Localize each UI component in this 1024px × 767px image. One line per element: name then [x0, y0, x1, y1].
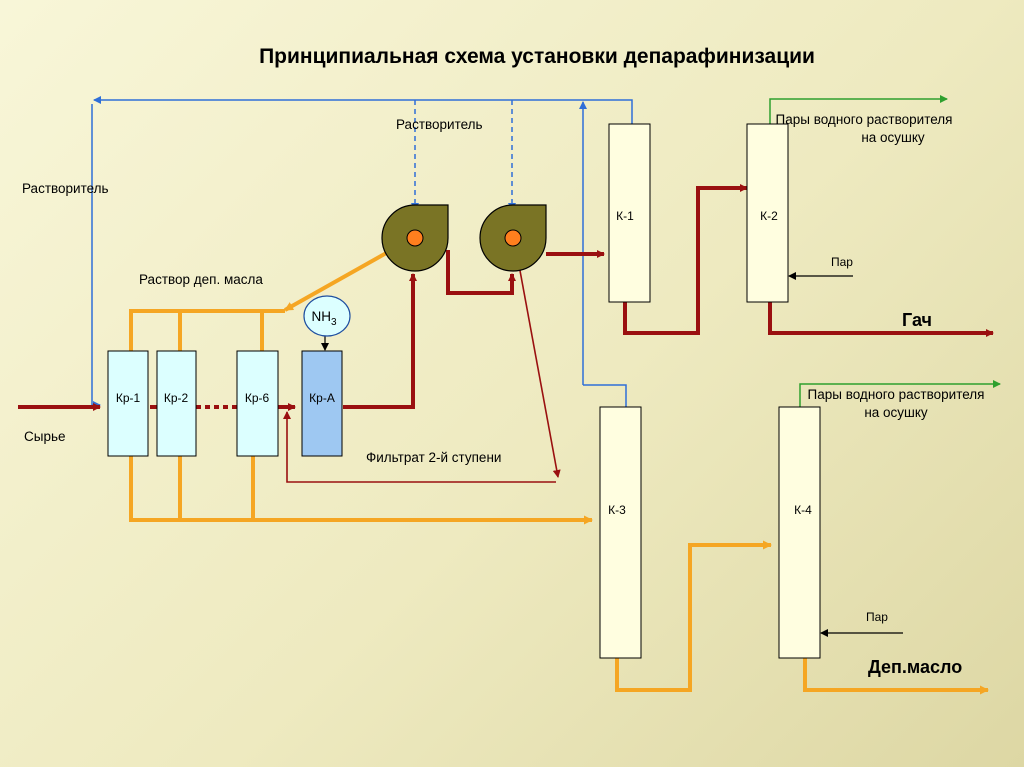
feed-label: Сырье [24, 429, 66, 444]
vapors-label-2-line2: на осушку [864, 405, 928, 420]
column-k3: К-3 [599, 406, 642, 659]
oil-header-top [129, 309, 285, 351]
kra-to-filter1-line [343, 273, 417, 409]
steam-label-2: Пар [866, 610, 888, 624]
gach-output-line [768, 302, 994, 337]
filtrate-down-line [513, 237, 561, 478]
solvent-return-line [93, 96, 633, 124]
crystallizer-kr2: Кр-2 [156, 350, 197, 457]
column-k4: К-4 [778, 406, 821, 659]
vapor-line-k4 [799, 380, 1001, 407]
oil-solution-label: Раствор деп. масла [139, 272, 263, 287]
diagram-title: Принципиальная схема установки депарафин… [259, 45, 815, 68]
dewaxed-oil-label: Деп.масло [868, 657, 962, 677]
filter1-to-filter2-line [446, 250, 516, 295]
nh3-label: NH3 [311, 309, 337, 328]
vapors-label-1-line1: Пары водного растворителя [776, 112, 953, 127]
column-label: К-1 [616, 209, 634, 223]
crystallizer-label: Кр-6 [245, 391, 270, 405]
filtrate-return-line [283, 411, 556, 483]
solvent-top-label: Растворитель [396, 117, 483, 132]
nh3-label-main: NH [311, 309, 331, 324]
ammonia-bubble: NH3 [303, 295, 351, 337]
rotary-filter-2 [479, 204, 547, 272]
crystallizer-kr1: Кр-1 [107, 350, 149, 457]
crystallizer-label: Кр-А [309, 391, 335, 405]
crystallizer-kr6: Кр-6 [236, 350, 279, 457]
wax-lines [18, 184, 994, 411]
oil-solution-lines [129, 236, 989, 695]
solvent-lines [91, 96, 633, 409]
crystallizer-label: Кр-2 [164, 391, 189, 405]
vapor-line-k2 [769, 95, 948, 124]
column-k1: К-1 [608, 123, 651, 303]
solvent-k3-top-line [583, 384, 627, 407]
solvent-left-label: Растворитель [22, 181, 109, 196]
filtrate-label: Фильтрат 2-й ступени [366, 450, 501, 465]
k3-to-k4-line [615, 540, 772, 692]
steam-label-1: Пар [831, 255, 853, 269]
k1-to-k2-line [623, 184, 748, 335]
vapor-lines [769, 95, 1001, 407]
column-label: К-4 [794, 503, 812, 517]
column-label: К-3 [608, 503, 626, 517]
gach-label: Гач [902, 310, 932, 330]
crystallizer-kra: Кр-А [301, 350, 343, 457]
crystallizer-label: Кр-1 [116, 391, 141, 405]
column-k2: К-2 [746, 123, 789, 303]
filtrate-lines [283, 237, 561, 483]
vapors-label-1-line2: на осушку [861, 130, 925, 145]
rotary-filter-1 [381, 204, 449, 272]
dewaxed-oil-output-line [803, 658, 989, 695]
vapors-label-2-line1: Пары водного растворителя [808, 387, 985, 402]
nh3-label-subscript: 3 [331, 317, 337, 328]
oil-bottom-to-k3 [129, 456, 593, 525]
column-label: К-2 [760, 209, 778, 223]
